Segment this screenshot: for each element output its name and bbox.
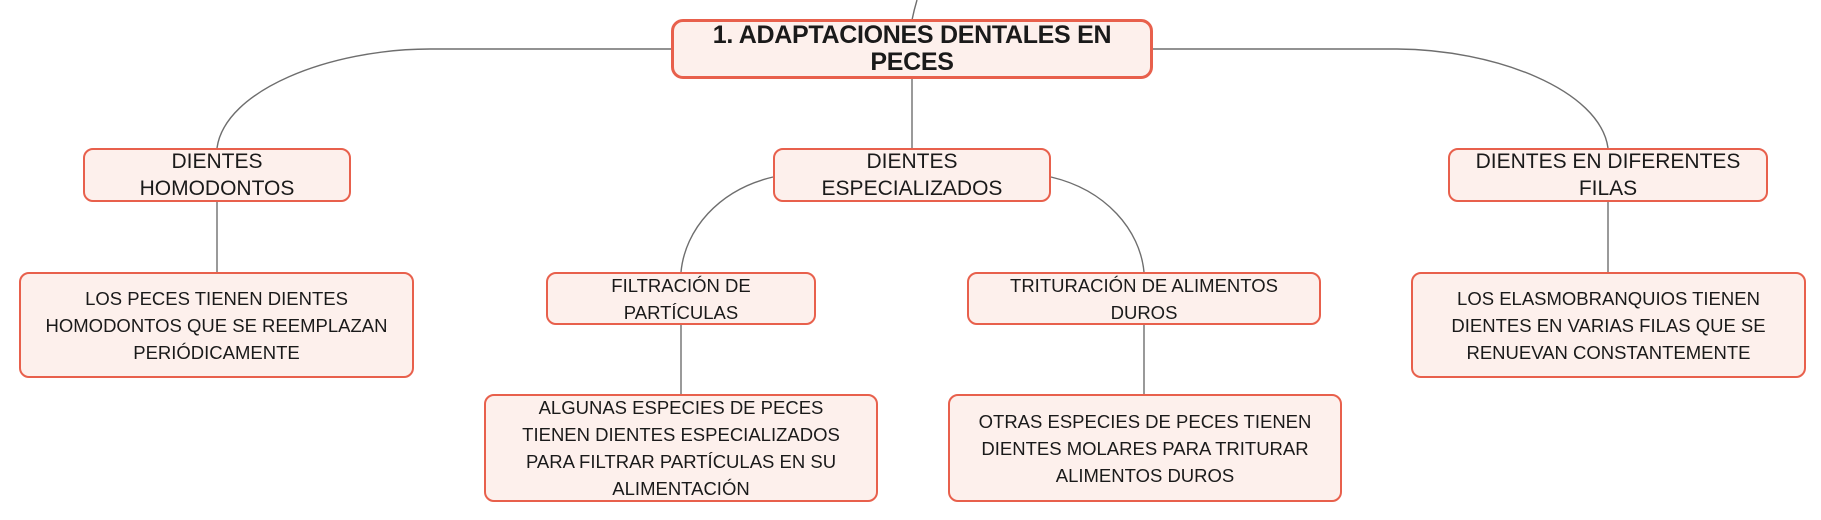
connector-parent-to-root xyxy=(911,0,918,21)
topic-trituracion-de-alimentos-duros[interactable]: TRITURACIÓN DE ALIMENTOS DUROS xyxy=(967,272,1321,325)
topic-filtracion-de-particulas[interactable]: FILTRACIÓN DE PARTÍCULAS xyxy=(546,272,816,325)
topic-dientes-homodontos[interactable]: DIENTES HOMODONTOS xyxy=(83,148,351,202)
connector-especializados-to-filtracion xyxy=(680,176,774,273)
detail-trituracion-de-alimentos-duros[interactable]: OTRAS ESPECIES DE PECES TIENEN DIENTES M… xyxy=(948,394,1342,502)
detail-filtracion-de-particulas[interactable]: ALGUNAS ESPECIES DE PECES TIENEN DIENTES… xyxy=(484,394,878,502)
connector-root-to-filas xyxy=(1153,48,1609,149)
connector-root-to-homodontos xyxy=(216,48,671,149)
connector-especializados-to-trituracion xyxy=(1050,176,1145,273)
topic-dientes-en-diferentes-filas[interactable]: DIENTES EN DIFERENTES FILAS xyxy=(1448,148,1768,202)
detail-dientes-en-diferentes-filas[interactable]: LOS ELASMOBRANQUIOS TIENEN DIENTES EN VA… xyxy=(1411,272,1806,378)
root-topic[interactable]: 1. ADAPTACIONES DENTALES EN PECES xyxy=(671,19,1153,79)
topic-dientes-especializados[interactable]: DIENTES ESPECIALIZADOS xyxy=(773,148,1051,202)
detail-dientes-homodontos[interactable]: LOS PECES TIENEN DIENTES HOMODONTOS QUE … xyxy=(19,272,414,378)
